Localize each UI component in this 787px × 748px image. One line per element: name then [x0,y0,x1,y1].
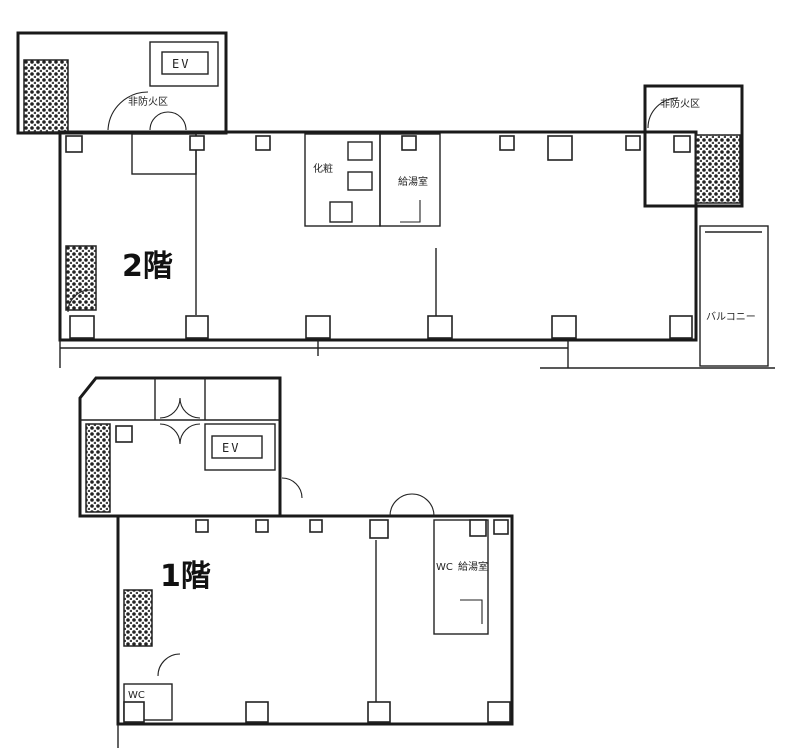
room-2f-main [58,130,698,342]
door-2f-inner [67,289,91,313]
wc-label-1f: WC [436,562,453,573]
stair-1f-inner [123,589,153,647]
column [69,315,95,339]
kitchen-2f [379,133,441,227]
column [255,135,271,151]
elevator-shaft-1f [204,423,276,471]
room-1f-main [116,514,514,726]
elevator-label-2f: EV [172,57,190,71]
door-1f-inner [157,653,181,677]
column [469,519,487,537]
column [487,701,511,723]
column [499,135,515,151]
elevator-box-1f [211,435,263,459]
columns-2f [65,135,693,339]
stair-label-2f: 非防火区 [128,95,168,108]
wc-label-1f-small: WC [128,690,145,701]
toilet-bowl-2f [329,201,353,223]
column [401,135,417,151]
stair-2f-left [23,59,69,133]
column [309,519,323,533]
door-1f-kitchen [460,599,483,624]
column [65,135,83,153]
column [625,135,641,151]
column [547,135,573,161]
toilet-label-2f: 化粧 [313,162,333,175]
elevator-shaft-2f [149,41,219,87]
column [123,701,145,723]
floor-2-title: 2階 [122,249,173,284]
double-door-1f-mid [159,423,201,445]
kitchen-label-2f: 給湯室 [398,175,428,188]
sink-2f-b [347,171,373,191]
column [427,315,453,339]
column [195,519,209,533]
stair-1f-core [85,423,111,513]
column [115,425,133,443]
double-door-1f-top [159,397,201,419]
balcony [699,225,769,367]
column [189,135,205,151]
columns-1f [123,519,511,723]
column [245,701,269,723]
door-1f-side [281,477,303,499]
double-door-2f [149,111,187,131]
floor-1-plan: EV WC 給湯室 WC 1階 [78,376,514,748]
column [669,315,693,339]
stair-2f-inner [65,245,97,311]
door-2f-right [647,97,679,129]
column [493,519,509,535]
balcony-label: バルコニー [706,311,756,323]
floor-1-title: 1階 [160,559,211,594]
column [367,701,391,723]
column [305,315,331,339]
elevator-box-2f [161,51,209,75]
entrance-door-1f [389,493,435,517]
sink-2f-a [347,141,373,161]
stair-2f-right [695,134,741,204]
column [551,315,577,339]
elevator-label-1f: EV [222,441,240,455]
door-2f-core [107,91,149,131]
stair-label-2f-right: 非防火区 [660,97,700,110]
toilet-2f [304,133,381,227]
column [255,519,269,533]
closet-2f [131,133,197,175]
column [673,135,691,153]
kitchen-label-1f: 給湯室 [458,560,488,573]
kitchen-1f [433,519,489,635]
column [185,315,209,339]
column [369,519,389,539]
door-2f-kitchen [400,200,421,223]
core-2f-right [643,84,744,208]
floor-2-plan: EV 非防火区 非防火区 バルコニー 化粧 給湯室 [16,31,775,369]
